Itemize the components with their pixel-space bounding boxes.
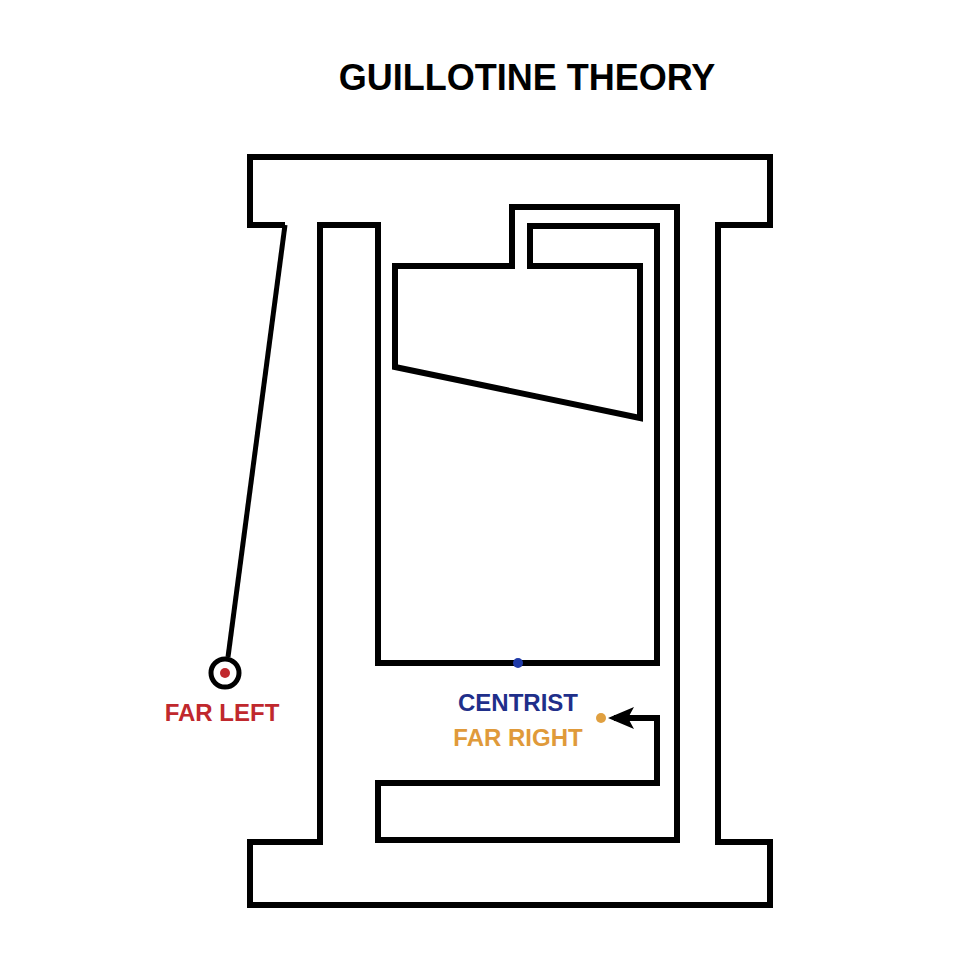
point-label: FAR RIGHT: [453, 725, 582, 751]
diagram-title: GUILLOTINE THEORY: [339, 58, 716, 98]
centrist-dot: [513, 658, 523, 668]
point-label: FAR LEFT: [165, 700, 280, 726]
point-label: CENTRIST: [458, 690, 578, 716]
far-right-dot: [596, 713, 606, 723]
arrow-head: [608, 707, 634, 729]
far-left-dot: [220, 668, 230, 678]
rope-ring: [211, 659, 239, 687]
rope-line: [228, 225, 285, 657]
guillotine-outline: [250, 157, 770, 905]
